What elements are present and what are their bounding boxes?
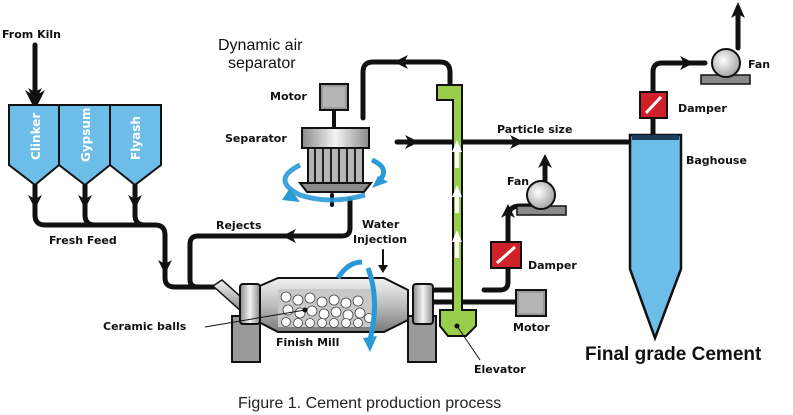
separator-to-elevator-line bbox=[360, 59, 453, 121]
arrowheads bbox=[28, 2, 745, 274]
top-fan-duct bbox=[650, 60, 708, 138]
label-motor-bottom: Motor bbox=[513, 321, 550, 334]
clinker-outlet-line bbox=[32, 182, 158, 228]
label-rejects: Rejects bbox=[216, 219, 262, 232]
top-fan bbox=[700, 48, 751, 85]
finish-mill bbox=[204, 259, 437, 363]
hopper-clinker: Clinker bbox=[8, 104, 60, 187]
fresh-feed-line bbox=[152, 222, 218, 290]
label-ceramic-balls: Ceramic balls bbox=[103, 320, 187, 333]
hopper-label-flyash: Flyash bbox=[129, 116, 143, 160]
elevator bbox=[436, 84, 481, 361]
separator-unit bbox=[297, 127, 374, 193]
ceramic-balls bbox=[280, 291, 374, 328]
separator-title-line1: Dynamic air bbox=[218, 37, 303, 54]
label-damper-mid: Damper bbox=[528, 259, 577, 272]
label-finish-mill: Finish Mill bbox=[276, 336, 339, 349]
label-fan-top: Fan bbox=[748, 58, 770, 71]
label-damper-top: Damper bbox=[678, 102, 727, 115]
hopper-gypsum: Gypsum bbox=[58, 104, 111, 187]
label-separator: Separator bbox=[225, 132, 287, 145]
label-motor-top: Motor bbox=[270, 90, 307, 103]
separator-title-line2: separator bbox=[228, 55, 296, 72]
flyash-outlet-line bbox=[132, 182, 148, 228]
label-fan-mid: Fan bbox=[507, 175, 529, 188]
top-damper bbox=[639, 91, 668, 119]
elevator-motor bbox=[515, 289, 547, 317]
baghouse bbox=[628, 133, 683, 342]
rotation-arrowheads bbox=[282, 176, 388, 202]
label-water-line2: Injection bbox=[353, 233, 407, 246]
mid-fan bbox=[516, 180, 567, 216]
figure-caption: Figure 1. Cement production process bbox=[238, 395, 501, 412]
final-grade-cement-label: Final grade Cement bbox=[585, 344, 762, 365]
label-baghouse: Baghouse bbox=[686, 154, 747, 167]
label-particle-size: Particle size bbox=[497, 123, 572, 136]
label-fresh-feed: Fresh Feed bbox=[49, 234, 117, 247]
hopper-label-gypsum: Gypsum bbox=[79, 108, 93, 162]
separator-motor bbox=[319, 83, 349, 128]
elevator-up-arrows bbox=[452, 140, 462, 258]
label-water-line1: Water bbox=[362, 218, 400, 231]
hopper-flyash: Flyash bbox=[109, 104, 162, 187]
label-from-kiln: From Kiln bbox=[2, 28, 61, 41]
gypsum-outlet-line bbox=[82, 182, 98, 228]
label-elevator: Elevator bbox=[474, 363, 526, 376]
rejects-line bbox=[187, 197, 353, 290]
mid-damper bbox=[490, 241, 522, 269]
hopper-label-clinker: Clinker bbox=[29, 113, 43, 160]
